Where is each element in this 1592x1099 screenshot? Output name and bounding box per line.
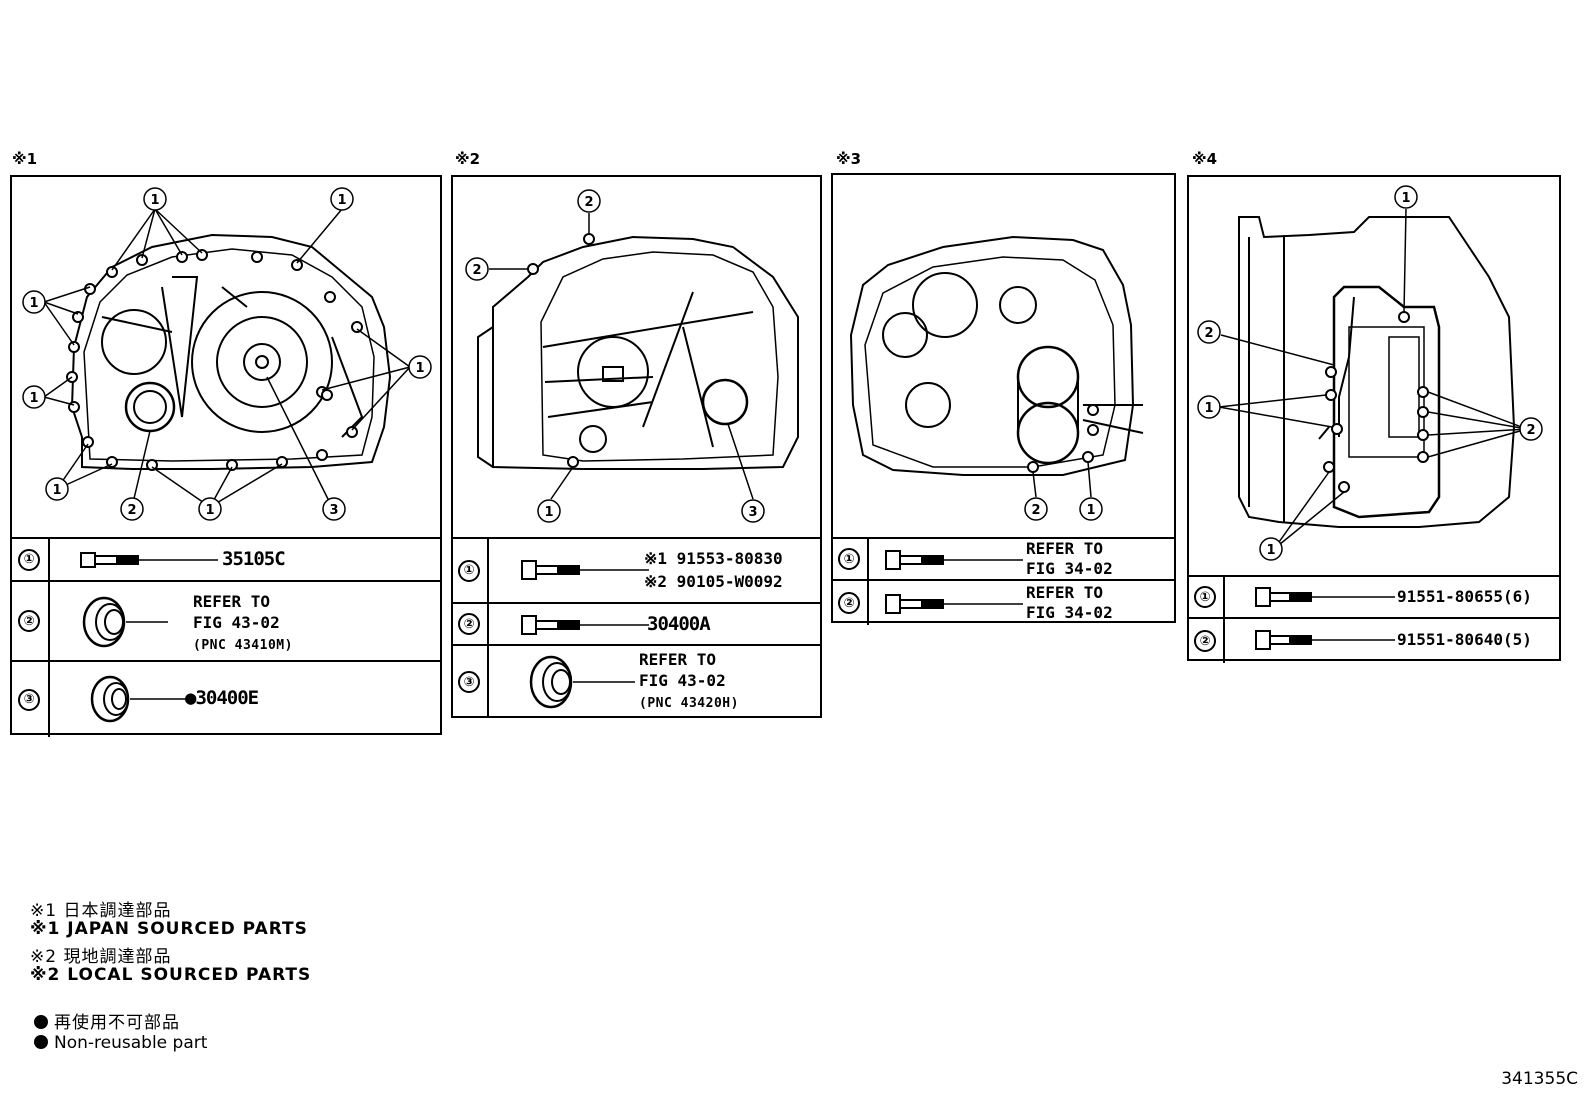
parts-table-1: ① 35105C ② REFER TO	[10, 537, 442, 737]
callout-3: 3	[329, 503, 338, 518]
refer-fig: FIG 43-02	[639, 671, 726, 690]
legend-non-reusable-jp: 再使用不可部品	[34, 1008, 180, 1033]
refer-text: REFER TO	[639, 650, 717, 669]
callout-1: 1	[1204, 401, 1213, 416]
parts-table-3: ① REFER TO FIG 34-02 ②	[831, 537, 1176, 625]
bolt-icon	[80, 552, 218, 568]
bolt-icon	[1255, 630, 1395, 650]
part-number-local: ※2 90105-W0092	[644, 572, 783, 591]
parts-row: ① ※1 91553-80830 ※2 90105-W0092	[451, 539, 822, 604]
callout-1: 1	[52, 483, 61, 498]
panel-2: 2 2 1 3 ① ※1 91553-80830 ※2 90105-W0092 …	[451, 175, 822, 718]
row-number: ②	[1194, 630, 1216, 652]
panel-3: 2 1 ① REFER TO FIG 34-02 ②	[831, 173, 1176, 625]
refer-fig: FIG 34-02	[1026, 603, 1113, 622]
panel-3-label: ※3	[836, 150, 862, 168]
row-number: ①	[18, 548, 40, 571]
row-number: ②	[18, 610, 40, 632]
figure-id: 341355C	[1501, 1069, 1578, 1089]
callout-1: 1	[205, 503, 214, 518]
callout-1: 1	[1086, 503, 1095, 518]
non-reusable-dot-icon	[34, 1015, 48, 1029]
legend-non-reusable-en: Non-reusable part	[34, 1033, 207, 1053]
callout-1: 1	[29, 391, 38, 406]
note-japan-sourced-jp: ※1 日本調達部品	[30, 901, 172, 921]
part-number-japan: ※1 91553-80830	[644, 549, 783, 568]
callout-1: 1	[544, 505, 553, 520]
parts-row: ② 91551-80640(5)	[1187, 619, 1561, 663]
refer-text: REFER TO	[1026, 539, 1104, 558]
parts-row: ③ ●30400E	[10, 662, 442, 737]
panel-4-label: ※4	[1192, 150, 1218, 168]
callout-2: 2	[1031, 503, 1040, 518]
pnc-text: (PNC 43410M)	[193, 638, 293, 653]
row-number: ③	[18, 688, 40, 711]
transaxle-side-drawing-4: 1 2 1 2 1	[1197, 185, 1543, 561]
parts-row: ② REFER TO FIG 34-02	[831, 581, 1176, 625]
part-number: ●30400E	[185, 687, 259, 709]
refer-text: REFER TO	[1026, 583, 1104, 602]
row-number: ①	[458, 559, 480, 582]
oil-seal-icon	[82, 596, 168, 648]
note-local-sourced-en: ※2 LOCAL SOURCED PARTS	[30, 965, 312, 985]
pnc-text: (PNC 43420H)	[639, 696, 739, 711]
parts-row: ① 35105C	[10, 539, 442, 582]
parts-row: ① REFER TO FIG 34-02	[831, 539, 1176, 581]
callout-1: 1	[1266, 543, 1275, 558]
callout-2: 2	[1204, 326, 1213, 341]
parts-table-4: ① 91551-80655(6) ② 9155	[1187, 575, 1561, 663]
note-local-sourced-jp: ※2 現地調達部品	[30, 947, 172, 967]
bolt-icon	[885, 594, 1023, 614]
parts-row: ③ REFER TO FIG 43-02 (PNC 43420H)	[451, 646, 822, 718]
bolt-icon	[1255, 587, 1395, 607]
refer-text: REFER TO	[193, 592, 271, 611]
callout-2: 2	[127, 503, 136, 518]
transaxle-case-drawing-2: 2 2 1 3	[465, 189, 799, 523]
row-number: ①	[1194, 586, 1216, 608]
bolt-icon	[521, 560, 649, 580]
callout-3: 3	[748, 505, 757, 520]
refer-fig: FIG 34-02	[1026, 559, 1113, 578]
callout-2: 2	[472, 263, 481, 278]
parts-row: ② REFER TO FIG 43-02 (PNC 43410M)	[10, 582, 442, 662]
non-reusable-dot-icon	[34, 1035, 48, 1049]
transaxle-case-drawing-3: 2 1	[849, 235, 1144, 521]
panel-2-label: ※2	[455, 150, 481, 168]
part-number: 91551-80640(5)	[1397, 630, 1532, 649]
callout-1: 1	[415, 361, 424, 376]
part-number: 30400A	[647, 613, 711, 635]
callout-1: 1	[1401, 191, 1410, 206]
callout-1: 1	[150, 193, 159, 208]
row-number: ①	[838, 548, 860, 570]
panel-1: 1 1 1 1 1 1 1 2 3 ① 35105C ②	[10, 175, 442, 737]
bolt-icon	[521, 615, 649, 635]
note-japan-sourced-en: ※1 JAPAN SOURCED PARTS	[30, 919, 308, 939]
part-number: 91551-80655(6)	[1397, 587, 1532, 606]
oil-seal-icon	[529, 655, 635, 709]
parts-row: ② 30400A	[451, 604, 822, 646]
oil-seal-icon	[90, 675, 186, 723]
callout-1: 1	[337, 193, 346, 208]
row-number: ③	[458, 671, 480, 693]
parts-table-2: ① ※1 91553-80830 ※2 90105-W0092 ②	[451, 537, 822, 718]
callout-2: 2	[584, 195, 593, 210]
callout-2: 2	[1526, 423, 1535, 438]
bolt-icon	[885, 550, 1023, 570]
panel-1-label: ※1	[12, 150, 38, 168]
panel-4: 1 2 1 2 1 ① 91551-80655(6) ②	[1187, 175, 1561, 663]
transaxle-case-drawing-1: 1 1 1 1 1 1 1 2 3	[22, 187, 432, 521]
parts-row: ① 91551-80655(6)	[1187, 577, 1561, 619]
callout-1: 1	[29, 296, 38, 311]
part-number: 35105C	[222, 548, 286, 570]
row-number: ②	[458, 613, 480, 635]
refer-fig: FIG 43-02	[193, 613, 280, 632]
row-number: ②	[838, 592, 860, 614]
